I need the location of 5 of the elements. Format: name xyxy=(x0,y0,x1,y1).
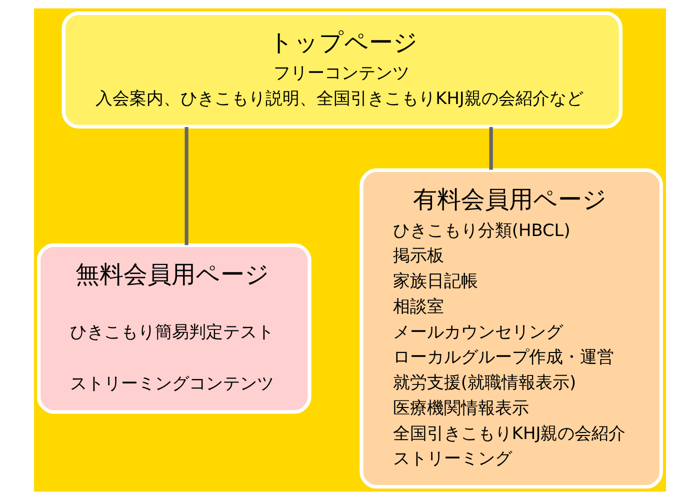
connector xyxy=(184,127,188,246)
node-box: 有料会員用ページ ひきこもり分類(HBCL) 掲示板 家族日記帳 相談室 メールカウンセリング ローカルグループ作成・運営 就労支援(就職情報表示) 医療機関情報表示 全国引きこもりKHJ親の会紹介 ストリーミング xyxy=(360,168,663,489)
node-box: 無料会員用ページ ひきこもり簡易判定テスト ストリーミングコンテンツ xyxy=(37,243,312,414)
connector xyxy=(489,127,493,170)
node-box: トップページ フリーコンテンツ 入会案内、ひきこもり説明、全国引きこもりKHJ親の会紹介など xyxy=(62,11,622,129)
